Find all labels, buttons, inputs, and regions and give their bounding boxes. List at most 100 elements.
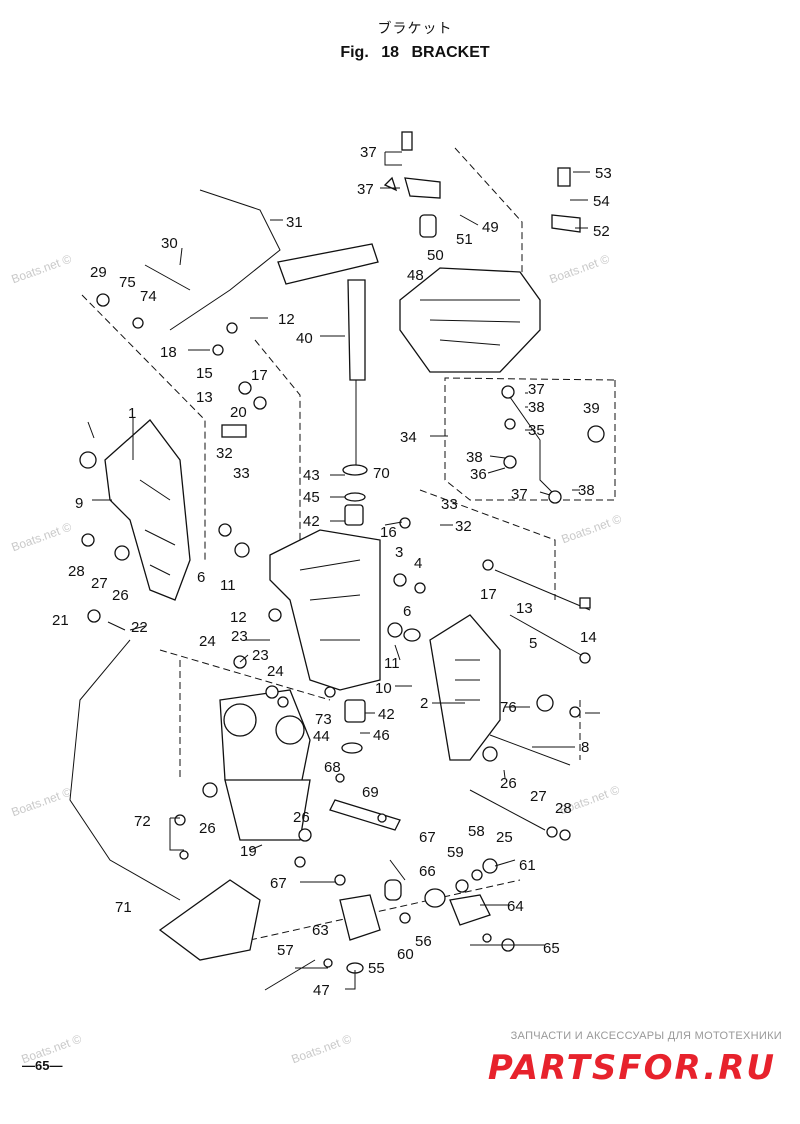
callout-62: 63 bbox=[312, 922, 329, 939]
callout-42: 44 bbox=[313, 728, 330, 745]
callout-27: 27 bbox=[91, 575, 108, 592]
callout-36: 36 bbox=[470, 466, 487, 483]
callout-46: 48 bbox=[407, 267, 424, 284]
callout-15: 15 bbox=[196, 365, 213, 382]
callout-60: 60 bbox=[397, 946, 414, 963]
callout-24: 24 bbox=[199, 633, 216, 650]
callout-9: 9 bbox=[75, 495, 83, 512]
callout-17: 17 bbox=[251, 367, 268, 384]
callout-41: 42 bbox=[378, 706, 395, 723]
callout-34: 34 bbox=[400, 429, 417, 446]
callout-2: 2 bbox=[420, 695, 428, 712]
callout-30: 30 bbox=[161, 235, 178, 252]
callout-24: 24 bbox=[267, 663, 284, 680]
callout-8: 8 bbox=[581, 739, 589, 756]
callout-38: 38 bbox=[466, 449, 483, 466]
callout-50: 37 bbox=[357, 181, 374, 198]
anode-plate bbox=[158, 879, 491, 961]
power-trim-tilt-unit bbox=[219, 689, 311, 841]
callout-74: 75 bbox=[119, 274, 136, 291]
callout-68: 67 bbox=[270, 875, 287, 892]
callout-45: 47 bbox=[313, 982, 330, 999]
callout-13: 13 bbox=[516, 600, 533, 617]
callout-47: 49 bbox=[482, 219, 499, 236]
callout-17: 17 bbox=[480, 586, 497, 603]
callout-61: 61 bbox=[519, 857, 536, 874]
callout-35: 35 bbox=[528, 422, 545, 439]
callout-56: 56 bbox=[415, 933, 432, 950]
callout-66: 67 bbox=[419, 829, 436, 846]
callout-27: 27 bbox=[530, 788, 547, 805]
callout-26: 26 bbox=[500, 775, 517, 792]
callout-42: 43 bbox=[303, 467, 320, 484]
callout-48: 50 bbox=[427, 247, 444, 264]
figure-title-japanese: ブラケット bbox=[377, 20, 453, 36]
upper-mount-bracket bbox=[399, 267, 541, 373]
callout-69: 70 bbox=[373, 465, 390, 482]
steering-shaft bbox=[277, 243, 379, 470]
callout-58: 58 bbox=[468, 823, 485, 840]
callout-54: 54 bbox=[593, 193, 610, 210]
callout-10: 10 bbox=[375, 680, 392, 697]
callout-22: 22 bbox=[131, 619, 148, 636]
callout-14: 14 bbox=[580, 629, 597, 646]
callout-31: 31 bbox=[286, 214, 303, 231]
callout-18: 18 bbox=[160, 344, 177, 361]
callout-6: 6 bbox=[403, 603, 411, 620]
callout-32: 32 bbox=[455, 518, 472, 535]
stern-bracket-right bbox=[429, 614, 501, 761]
callout-labels: 37 37 53 54 52 49 51 50 48 31 30 29 75 7… bbox=[52, 144, 612, 999]
callout-12: 12 bbox=[278, 311, 295, 328]
callout-65: 66 bbox=[419, 863, 436, 880]
shop-tagline: ЗАПЧАСТИ И АКСЕССУАРЫ ДЛЯ МОТОТЕХНИКИ bbox=[510, 1030, 782, 1042]
callout-26: 26 bbox=[199, 820, 216, 837]
callout-71: 72 bbox=[134, 813, 151, 830]
callout-6: 6 bbox=[197, 569, 205, 586]
callout-38: 38 bbox=[528, 399, 545, 416]
stern-bracket-left bbox=[104, 419, 191, 601]
callout-64: 65 bbox=[543, 940, 560, 957]
callout-11: 11 bbox=[220, 577, 236, 594]
callout-41: 42 bbox=[303, 513, 320, 530]
callout-72: 73 bbox=[315, 711, 332, 728]
hardware-small-parts bbox=[79, 131, 605, 974]
callout-11: 11 bbox=[384, 655, 400, 672]
callout-1: 1 bbox=[128, 405, 136, 422]
callout-4: 4 bbox=[414, 555, 422, 572]
callout-37: 37 bbox=[528, 381, 545, 398]
callout-29: 29 bbox=[90, 264, 107, 281]
callout-23: 23 bbox=[231, 628, 248, 645]
callout-57: 57 bbox=[277, 942, 294, 959]
callout-28: 28 bbox=[555, 800, 572, 817]
callout-44: 46 bbox=[373, 727, 390, 744]
swivel-bracket bbox=[269, 529, 381, 691]
callout-75: 76 bbox=[500, 699, 517, 716]
callout-67: 68 bbox=[324, 759, 341, 776]
callout-13: 13 bbox=[196, 389, 213, 406]
callout-40: 40 bbox=[296, 330, 313, 347]
callout-43: 45 bbox=[303, 489, 320, 506]
callout-63: 64 bbox=[507, 898, 524, 915]
callout-26: 26 bbox=[112, 587, 129, 604]
callout-21: 21 bbox=[52, 612, 69, 629]
callout-16: 16 bbox=[380, 524, 397, 541]
callout-51: 37 bbox=[360, 144, 377, 161]
callout-3: 3 bbox=[395, 544, 403, 561]
callout-23: 23 bbox=[252, 647, 269, 664]
callout-70: 71 bbox=[115, 899, 132, 916]
cables bbox=[69, 189, 556, 901]
callout-55: 55 bbox=[368, 960, 385, 977]
callout-33: 33 bbox=[233, 465, 250, 482]
callout-19: 19 bbox=[240, 843, 257, 860]
callout-38: 38 bbox=[578, 482, 595, 499]
callout-53: 53 bbox=[595, 165, 612, 182]
shop-logo: PARTSFOR.RU bbox=[487, 1048, 776, 1088]
figure-title: Fig. 18 BRACKET bbox=[340, 44, 490, 61]
through-rods bbox=[144, 264, 591, 991]
callout-59: 59 bbox=[447, 844, 464, 861]
callout-28: 28 bbox=[68, 563, 85, 580]
callout-12: 12 bbox=[230, 609, 247, 626]
leader-lines bbox=[87, 151, 600, 990]
